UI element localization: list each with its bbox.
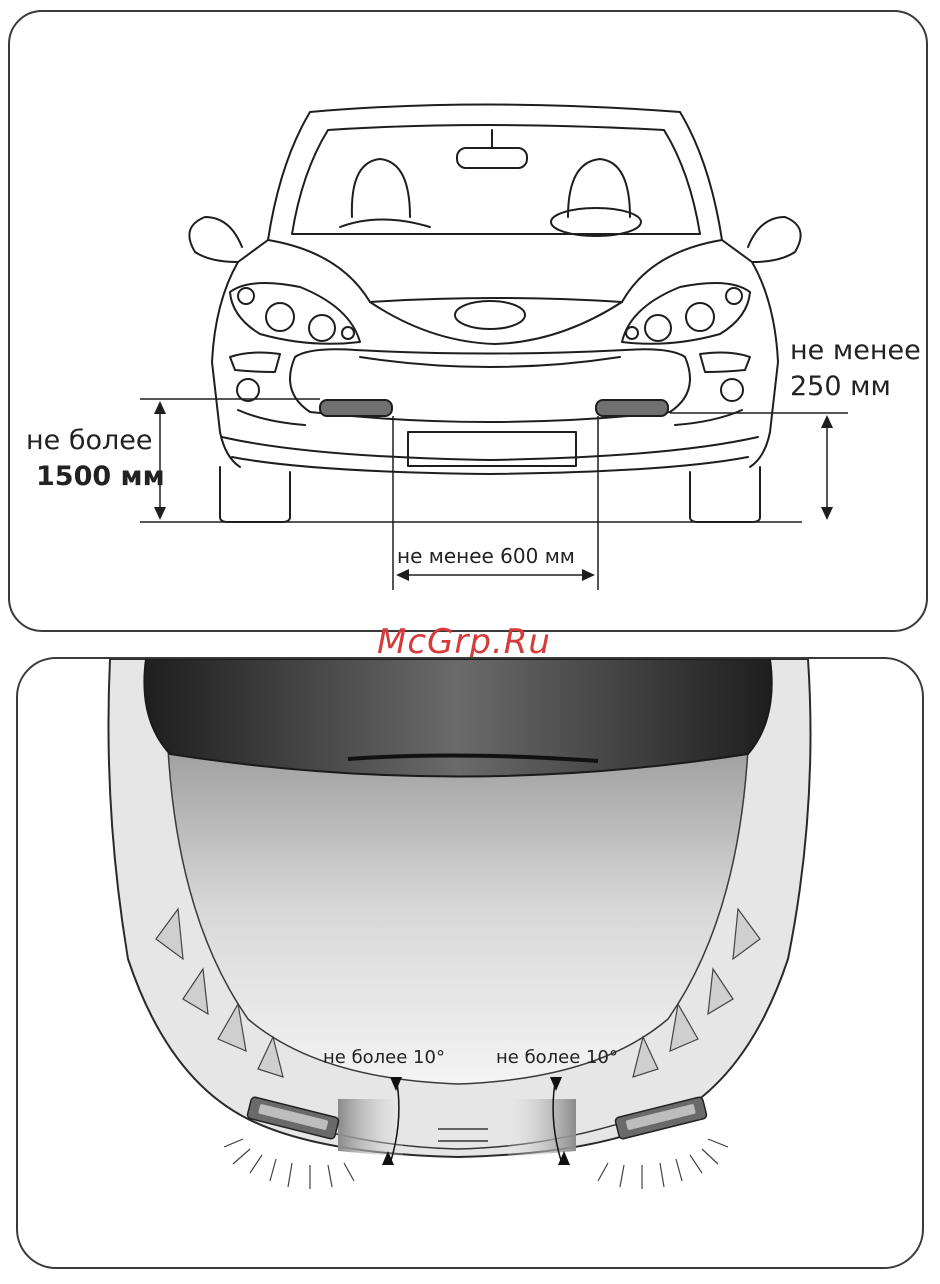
top-view-panel: не более 10° не более 10°: [16, 657, 924, 1269]
left-sensor: [320, 400, 392, 416]
height-max-label-line2: 1500 мм: [36, 460, 165, 493]
height-min-label-line2: 250 мм: [790, 370, 891, 403]
car-front-view-drawing: [10, 12, 930, 634]
watermark: McGrp.Ru: [377, 622, 551, 662]
height-min-label-line1: не менее: [790, 334, 921, 367]
front-view-panel: не более 1500 мм не менее 250 мм не мене…: [8, 10, 928, 632]
spacing-label: не менее 600 мм: [397, 544, 575, 568]
angle-left-label: не более 10°: [323, 1047, 445, 1068]
angle-right-label: не более 10°: [496, 1047, 618, 1068]
height-max-label-line1: не более: [26, 424, 153, 457]
car-top-view-drawing: [18, 659, 924, 1269]
right-sensor: [596, 400, 668, 416]
